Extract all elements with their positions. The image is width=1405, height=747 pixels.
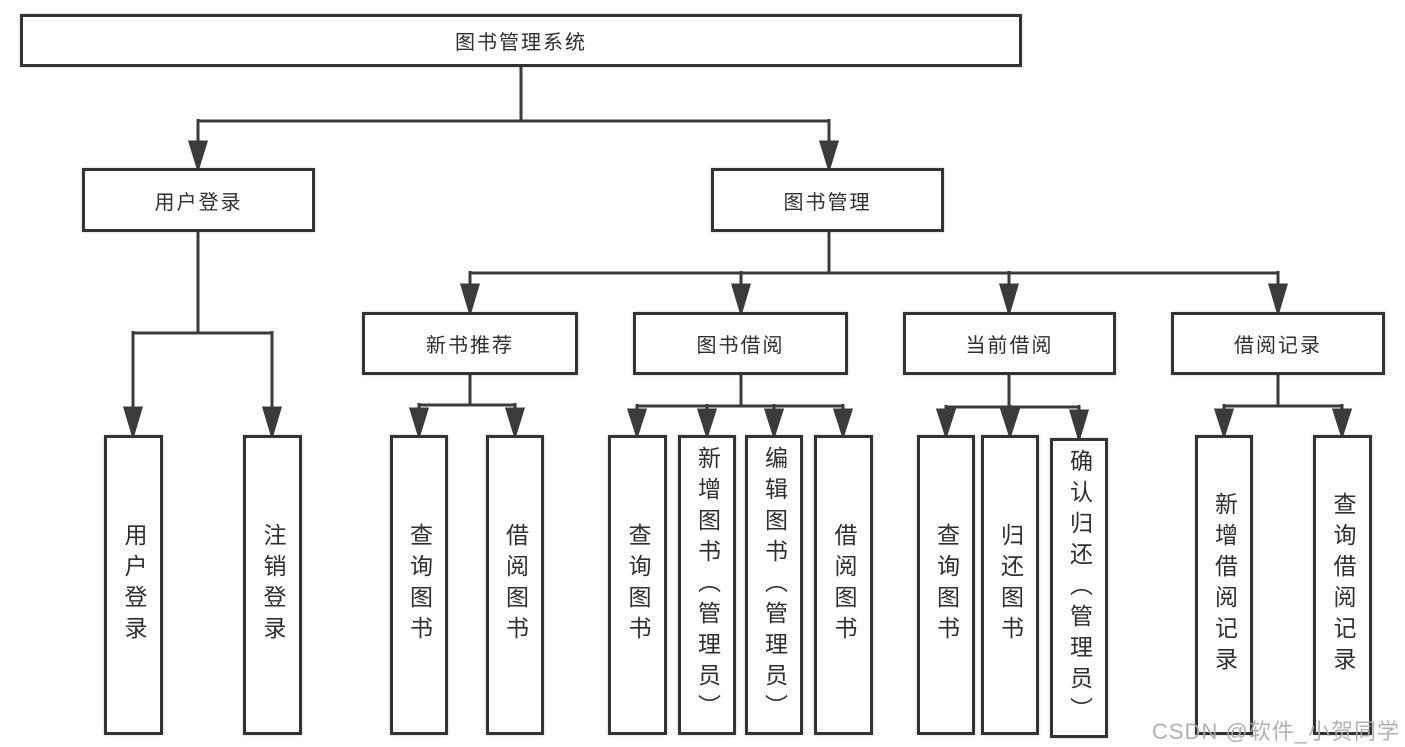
leaf-br-query-record-label: 查询借阅记录 — [1330, 492, 1356, 678]
leaf-bb-query-books: 查询图书 — [608, 435, 667, 735]
node-current-borrow: 当前借阅 — [903, 312, 1116, 375]
watermark: CSDN @软件_小贺同学 — [1152, 719, 1401, 744]
leaf-logout: 注销登录 — [243, 435, 302, 735]
leaf-br-add-record: 新增借阅记录 — [1195, 435, 1253, 735]
leaf-bb-query-books-label: 查询图书 — [625, 523, 651, 647]
leaf-user-login-label: 用户登录 — [121, 523, 147, 647]
connector-new-book-children — [408, 375, 526, 441]
connector-book-management-children — [459, 232, 1289, 318]
leaf-user-login: 用户登录 — [104, 435, 163, 735]
leaf-bb-edit-books-admin-label: 编辑图书（管理员） — [761, 445, 788, 725]
leaf-cb-query-books-label: 查询图书 — [933, 523, 960, 647]
node-root: 图书管理系统 — [20, 14, 1022, 67]
leaf-bb-add-books-admin: 新增图书（管理员） — [678, 435, 736, 735]
connector-current-borrow-children — [935, 375, 1090, 444]
leaf-br-add-record-label: 新增借阅记录 — [1211, 492, 1238, 678]
leaf-cb-query-books: 查询图书 — [917, 435, 975, 735]
leaf-bb-borrow-books: 借阅图书 — [814, 435, 873, 735]
leaf-logout-label: 注销登录 — [260, 523, 286, 647]
node-borrow-records: 借阅记录 — [1171, 312, 1385, 375]
connector-root-to-level2 — [187, 67, 840, 174]
leaf-bb-add-books-admin-label: 新增图书（管理员） — [694, 445, 721, 725]
connector-borrow-records-children — [1213, 375, 1353, 440]
leaf-cb-return-books: 归还图书 — [981, 435, 1039, 735]
leaf-nb-query-books: 查询图书 — [390, 435, 448, 735]
node-book-management: 图书管理 — [711, 168, 944, 232]
leaf-cb-return-books-label: 归还图书 — [997, 523, 1024, 647]
connector-book-borrow-children — [626, 375, 854, 440]
leaf-cb-confirm-return-admin-label: 确认归还（管理员） — [1066, 448, 1093, 728]
connector-user-login-children — [122, 232, 283, 441]
leaf-nb-query-books-label: 查询图书 — [406, 523, 433, 647]
node-user-login: 用户登录 — [82, 168, 315, 232]
node-new-book-recommend: 新书推荐 — [362, 312, 578, 375]
node-book-borrow: 图书借阅 — [633, 312, 848, 375]
leaf-br-query-record: 查询借阅记录 — [1313, 435, 1372, 735]
leaf-bb-edit-books-admin: 编辑图书（管理员） — [745, 435, 803, 735]
leaf-nb-borrow-books-label: 借阅图书 — [502, 523, 529, 647]
leaf-cb-confirm-return-admin: 确认归还（管理员） — [1050, 438, 1108, 738]
leaf-nb-borrow-books: 借阅图书 — [486, 435, 544, 735]
leaf-bb-borrow-books-label: 借阅图书 — [831, 523, 857, 647]
